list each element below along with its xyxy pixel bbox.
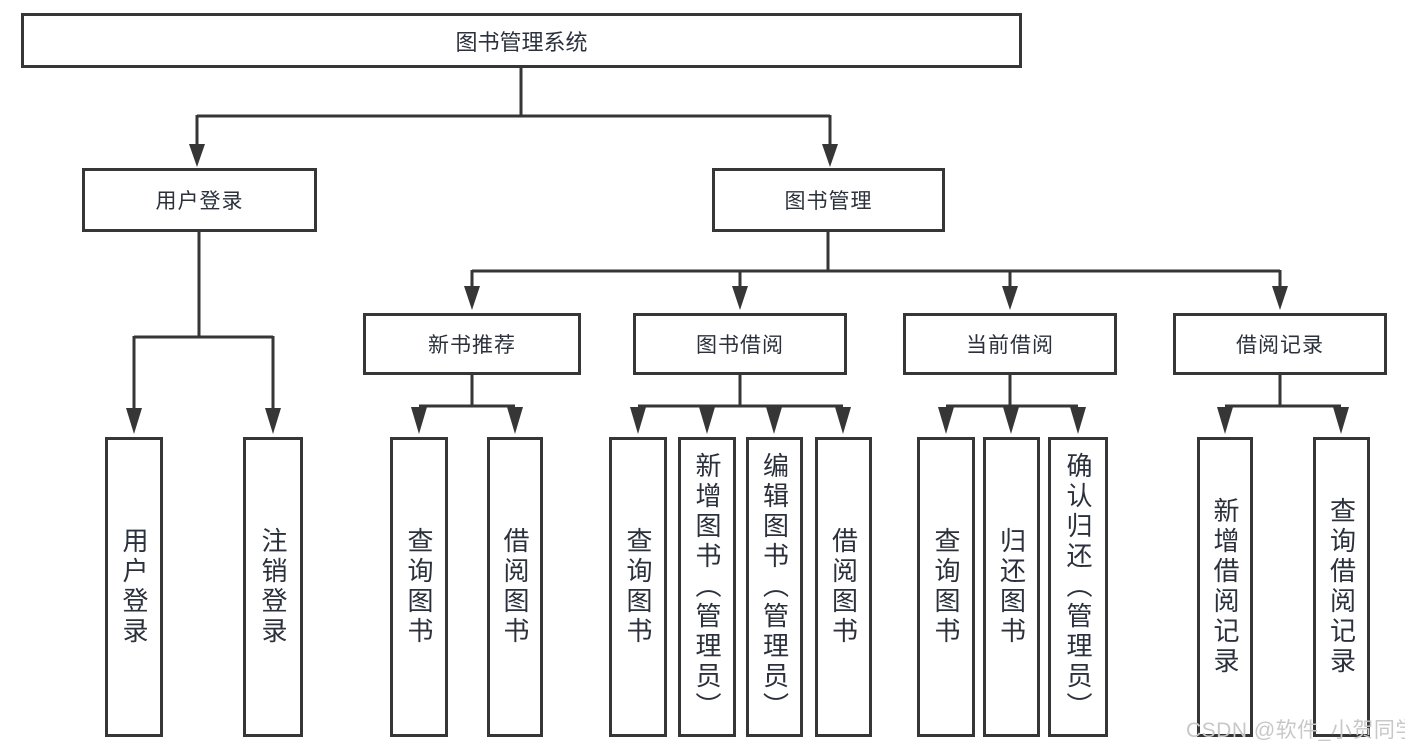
arrowhead bbox=[189, 144, 205, 167]
leaf-query-borrow-record: 查询借阅记录 bbox=[1313, 437, 1370, 737]
node-book-borrowing: 图书借阅 bbox=[633, 313, 847, 375]
node-user-login: 用户登录 bbox=[82, 168, 317, 232]
arrowhead bbox=[699, 407, 715, 434]
csdn-watermark: CSDN @软件_小贺同学 bbox=[1186, 719, 1405, 742]
node-current-borrowing-label: 当前借阅 bbox=[966, 334, 1054, 357]
arrowhead bbox=[1333, 407, 1349, 434]
leaf-edit-books-admin: 编辑图书（管理员） bbox=[746, 437, 803, 737]
leaf-user-login-label: 用户登录 bbox=[119, 527, 149, 647]
node-borrowing-records: 借阅记录 bbox=[1173, 313, 1387, 375]
node-book-borrowing-label: 图书借阅 bbox=[696, 334, 784, 357]
leaf-confirm-return-admin-label: 确认归还（管理员） bbox=[1063, 452, 1093, 722]
arrowhead bbox=[464, 286, 480, 310]
arrowhead bbox=[835, 407, 851, 434]
arrowhead bbox=[822, 144, 838, 167]
arrowhead bbox=[126, 408, 142, 434]
leaf-add-books-admin: 新增图书（管理员） bbox=[678, 437, 736, 737]
node-book-management: 图书管理 bbox=[712, 168, 945, 232]
arrowhead bbox=[507, 407, 523, 434]
leaf-borrow-books-2: 借阅图书 bbox=[815, 437, 872, 737]
leaf-borrow-books-2-label: 借阅图书 bbox=[828, 527, 859, 647]
arrowhead bbox=[1002, 286, 1018, 310]
leaf-user-login: 用户登录 bbox=[105, 437, 163, 737]
leaf-logout: 注销登录 bbox=[243, 437, 303, 737]
arrowhead bbox=[732, 286, 748, 310]
arrowhead bbox=[938, 407, 954, 434]
node-user-login-label: 用户登录 bbox=[155, 190, 244, 213]
node-new-book-recommend-label: 新书推荐 bbox=[428, 334, 516, 357]
node-current-borrowing: 当前借阅 bbox=[903, 313, 1117, 375]
arrowhead bbox=[1217, 407, 1233, 434]
leaf-add-books-admin-label: 新增图书（管理员） bbox=[692, 452, 722, 722]
leaf-borrow-books-1: 借阅图书 bbox=[487, 437, 543, 737]
leaf-return-books-label: 归还图书 bbox=[996, 527, 1027, 647]
node-new-book-recommend: 新书推荐 bbox=[363, 313, 581, 375]
leaf-query-books-2-label: 查询图书 bbox=[623, 527, 653, 647]
arrowhead bbox=[1272, 286, 1288, 310]
leaf-query-books-1: 查询图书 bbox=[390, 437, 448, 737]
arrowhead bbox=[265, 408, 281, 434]
arrowhead bbox=[411, 407, 427, 434]
leaf-confirm-return-admin: 确认归还（管理员） bbox=[1048, 437, 1108, 737]
leaf-query-books-3: 查询图书 bbox=[917, 437, 975, 737]
leaf-edit-books-admin-label: 编辑图书（管理员） bbox=[759, 452, 790, 722]
leaf-logout-label: 注销登录 bbox=[258, 527, 288, 647]
leaf-borrow-books-1-label: 借阅图书 bbox=[500, 527, 530, 647]
node-root-system: 图书管理系统 bbox=[21, 13, 1022, 68]
node-borrowing-records-label: 借阅记录 bbox=[1236, 334, 1324, 357]
node-root-label: 图书管理系统 bbox=[455, 29, 588, 55]
arrowhead bbox=[1003, 407, 1019, 434]
node-book-management-label: 图书管理 bbox=[784, 190, 873, 213]
leaf-query-books-3-label: 查询图书 bbox=[931, 527, 961, 647]
leaf-query-books-1-label: 查询图书 bbox=[404, 527, 434, 647]
arrowhead bbox=[630, 407, 646, 434]
leaf-return-books: 归还图书 bbox=[983, 437, 1040, 737]
leaf-query-books-2: 查询图书 bbox=[609, 437, 667, 737]
leaf-add-borrow-record-label: 新增借阅记录 bbox=[1210, 497, 1240, 677]
arrowhead bbox=[1070, 407, 1086, 434]
leaf-query-borrow-record-label: 查询借阅记录 bbox=[1326, 497, 1357, 677]
leaf-add-borrow-record: 新增借阅记录 bbox=[1197, 437, 1253, 737]
arrowhead bbox=[766, 407, 782, 434]
